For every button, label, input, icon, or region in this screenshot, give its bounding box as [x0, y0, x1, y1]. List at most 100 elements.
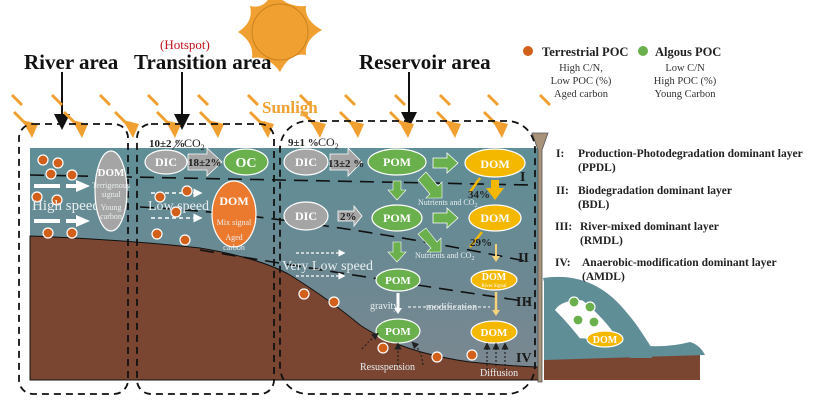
- layer-label-I: I: [520, 170, 525, 185]
- pom-sinking-arrow-2: [387, 241, 407, 263]
- layer-3-num: III:: [555, 221, 572, 233]
- dic-to-oc-pct: 18±2%: [188, 157, 222, 169]
- layer-1-num: I:: [556, 148, 564, 160]
- river-dom-desc: signal: [101, 190, 121, 199]
- hotspot-label: (Hotspot): [160, 37, 210, 52]
- reservoir-pom-2: [371, 204, 423, 232]
- algous-poc-line: Low C/N: [665, 63, 705, 74]
- reservoir-dic-1-label: DIC: [295, 155, 317, 169]
- downstream-dom: [586, 330, 624, 348]
- reservoir-dom-3-label: DOM: [482, 272, 507, 283]
- river-dom-label: DOM: [98, 167, 126, 179]
- nutrients-label-1: Nutrients and CO2: [418, 198, 477, 209]
- pom-decompose-arrow-2: [417, 227, 442, 253]
- layer-label-IV: IV: [516, 351, 532, 366]
- transition-oc-label: OC: [236, 156, 257, 171]
- dic-to-pom-arrow-1: [329, 147, 363, 177]
- terrestrial-poc-particle: [170, 206, 182, 218]
- pom-to-dom-arrow-2: [432, 207, 459, 229]
- transition-dom-desc: Mix signal: [217, 218, 252, 227]
- dom-degrade-pct-2: 29%: [470, 237, 492, 249]
- layer-3-abbr: (RMDL): [580, 235, 623, 247]
- algous-poc-title: Algous POC: [655, 45, 721, 59]
- terrestrial-poc-particle: [51, 194, 63, 206]
- terrestrial-poc-line: High C/N,: [559, 63, 603, 74]
- transition-dic-label: DIC: [155, 155, 177, 169]
- terrestrial-poc-particle: [154, 191, 166, 203]
- transition-oc: [223, 148, 269, 176]
- algous-poc-dot: [638, 46, 648, 56]
- downstream-dom-label: DOM: [593, 335, 618, 346]
- transition-dom-desc: Aged: [225, 233, 242, 242]
- transition-dom-label: DOM: [219, 194, 248, 208]
- river-dom-desc: Terrigenous: [92, 181, 130, 190]
- terrestrial-poc-particle: [31, 191, 43, 203]
- reservoir-pom-3-label: POM: [385, 275, 411, 287]
- pom-to-dom-arrow-1: [432, 152, 459, 174]
- reservoir-dom-3-desc: River Signal: [481, 284, 507, 289]
- reservoir-dom-1: [464, 148, 526, 178]
- terrestrial-poc-line: Aged carbon: [554, 89, 609, 100]
- terrestrial-poc-particle: [466, 349, 478, 361]
- pom-decompose-arrow-1: [417, 171, 443, 199]
- layer-4-abbr: (AMDL): [582, 271, 625, 283]
- transition-co2-pct: 10±2 %: [149, 138, 185, 150]
- algous-poc-line: Young Carbon: [654, 89, 716, 100]
- sunlight-ray: [98, 93, 112, 107]
- resuspension-arrows: [361, 332, 424, 366]
- dic-to-pom-arrow-2: [337, 204, 363, 228]
- sunlight-ray: [246, 93, 260, 107]
- reservoir-dic-2-label: DIC: [295, 209, 317, 223]
- sunlight-label: Sunligh: [262, 98, 318, 117]
- layer-2-abbr: (BDL): [578, 199, 609, 211]
- layer-4-num: IV:: [555, 257, 571, 269]
- sediment-bed: [29, 235, 539, 381]
- river-dom-desc: carbon: [100, 212, 122, 221]
- sunlight-ray: [298, 93, 312, 107]
- sunlight-ray: [196, 93, 210, 107]
- layer-2-num: II:: [556, 185, 569, 197]
- reservoir-pom-1-label: POM: [383, 155, 411, 169]
- terrestrial-poc-particle: [377, 342, 389, 354]
- river-dom: [94, 150, 128, 232]
- layer-label-II: II: [518, 251, 529, 266]
- modification-label: modification: [426, 302, 477, 313]
- algous-particle: [584, 301, 596, 313]
- reservoir-pom-4-label: POM: [385, 326, 411, 338]
- reservoir-speed-label: Very Low speed: [282, 259, 373, 274]
- resuspension-label: Resuspension: [360, 362, 415, 373]
- reservoir-dom-2-label: DOM: [480, 211, 509, 225]
- reservoir-dom-2: [468, 204, 522, 232]
- transition-co2-label: CO2: [184, 136, 205, 152]
- terrestrial-poc-dot: [523, 46, 533, 56]
- algous-particle: [568, 296, 580, 308]
- reservoir-pom-1: [367, 148, 427, 176]
- nutrients-label-2: Nutrients and CO2: [415, 251, 474, 262]
- sunlight-ray: [343, 93, 357, 107]
- reservoir-pom-2-label: POM: [383, 211, 411, 225]
- reservoir-dom-3: [470, 269, 518, 291]
- terrestrial-poc-particle: [328, 296, 340, 308]
- sunlight-ray: [10, 93, 24, 107]
- layer-3-name: River-mixed dominant layer: [580, 221, 719, 233]
- diffusion-label: Diffusion: [480, 368, 518, 379]
- sunlight-rays: [10, 93, 552, 138]
- layer-2-name: Biodegradation dominant layer: [578, 185, 732, 197]
- reservoir-area-boundary: [279, 120, 536, 395]
- legend: Terrestrial POC High C/N, Low POC (%) Ag…: [523, 45, 721, 100]
- sunlight-ray: [146, 93, 160, 107]
- layer-legend: I: Production-Photodegradation dominant …: [555, 148, 803, 283]
- transition-area-title: Transition area: [134, 50, 272, 74]
- sunlight-ray: [393, 93, 407, 107]
- terrestrial-poc-line: Low POC (%): [551, 76, 612, 87]
- river-area-title: River area: [24, 50, 119, 74]
- river-area-boundary: [18, 123, 129, 395]
- reservoir-pom-3: [375, 268, 421, 292]
- river-area-content: High speed DOM Terrigenous signal Young …: [31, 150, 130, 239]
- dam: [531, 132, 549, 383]
- terrestrial-poc-particle: [42, 227, 54, 239]
- reservoir-area-content: 9±1 % CO2 DIC 13±2 % POM DOM 34% Nutrien…: [282, 135, 526, 379]
- reservoir-co2-pct: 9±1 %: [288, 137, 319, 149]
- river-dom-desc: Young: [101, 203, 122, 212]
